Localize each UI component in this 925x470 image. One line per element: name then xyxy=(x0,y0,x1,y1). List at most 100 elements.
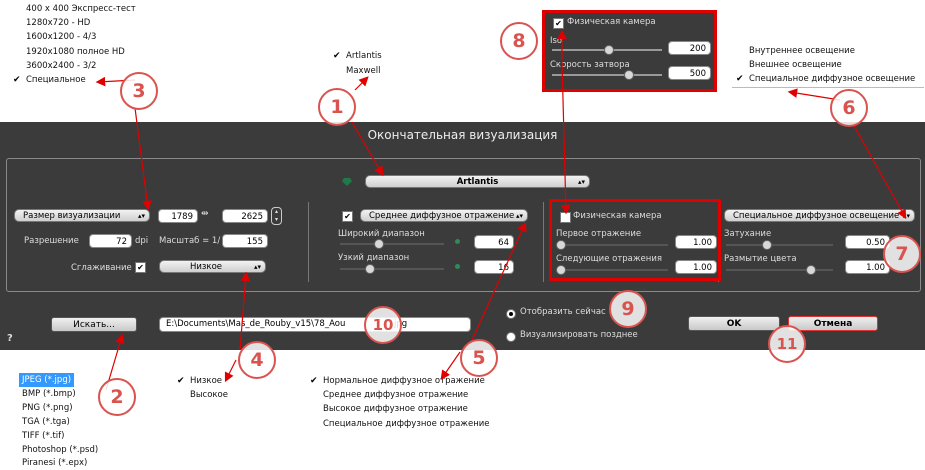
format-option-psd[interactable]: Photoshop (*.psd) xyxy=(22,445,99,455)
callout-9: 9 xyxy=(609,290,647,328)
iso-slider-knob[interactable] xyxy=(604,45,614,55)
format-option-tga[interactable]: TGA (*.tga) xyxy=(22,417,70,427)
arrow-8-to-checkbox xyxy=(561,61,571,215)
narrow-range-label: Узкий диапазон xyxy=(338,253,410,263)
size-stepper[interactable]: ▴▾ xyxy=(271,207,282,225)
resolution-option-hd[interactable]: 1280x720 - HD xyxy=(26,18,91,28)
antialias-option-high[interactable]: Высокое xyxy=(190,390,228,400)
check-icon: ✔ xyxy=(13,75,21,85)
wide-range-knob[interactable] xyxy=(374,239,384,249)
attenuation-input[interactable]: 0.50 xyxy=(845,235,890,249)
callout-7: 7 xyxy=(883,235,921,273)
menu-divider xyxy=(732,87,924,88)
first-reflection-slider[interactable] xyxy=(556,240,668,250)
iso-label: Iso xyxy=(550,36,563,46)
column-divider xyxy=(543,202,544,282)
render-now-radio[interactable] xyxy=(506,309,516,319)
format-option-jpeg[interactable]: JPEG (*.jpg) xyxy=(19,373,75,387)
attenuation-slider[interactable] xyxy=(726,240,833,250)
engine-option-artlantis[interactable]: Artlantis xyxy=(346,51,382,61)
callout-3: 3 xyxy=(120,72,158,110)
color-blur-label: Размытие цвета xyxy=(724,254,797,264)
resolution-input[interactable]: 72 xyxy=(89,234,132,248)
wide-range-input[interactable]: 64 xyxy=(474,235,514,249)
link-icon[interactable]: ⇹ xyxy=(201,209,209,219)
resolution-option-3-2[interactable]: 3600x2400 - 3/2 xyxy=(26,61,97,71)
format-menu: JPEG (*.jpg) BMP (*.bmp) PNG (*.png) TGA… xyxy=(17,373,112,469)
physical-camera-label: Физическая камера xyxy=(567,17,656,27)
next-reflections-input[interactable]: 1.00 xyxy=(675,260,717,274)
lighting-value: Специальное диффузное освещение xyxy=(733,211,900,221)
updown-arrow-icon: ▴▾ xyxy=(253,263,261,271)
format-option-tiff[interactable]: TIFF (*.tif) xyxy=(22,431,65,441)
diffuse-checkbox[interactable]: ✔ xyxy=(342,211,353,222)
render-now-label: Отобразить сейчас xyxy=(520,307,606,317)
cancel-button[interactable]: Отмена xyxy=(788,316,878,331)
file-path-value: E:\Documents\Mas_de_Rouby_v15\78_Aou xyxy=(166,319,346,329)
format-option-bmp[interactable]: BMP (*.bmp) xyxy=(22,389,76,399)
shutter-slider[interactable] xyxy=(552,70,662,80)
browse-button[interactable]: Искать... xyxy=(51,317,137,332)
antialias-option-low[interactable]: Низкое xyxy=(190,376,222,386)
shutter-input[interactable]: 500 xyxy=(668,66,711,80)
engine-option-maxwell[interactable]: Maxwell xyxy=(346,66,381,76)
help-icon[interactable]: ? xyxy=(7,333,13,344)
scale-input[interactable]: 155 xyxy=(222,234,268,248)
status-dot-icon xyxy=(455,264,460,269)
resolution-option-full-hd[interactable]: 1920x1080 полное HD xyxy=(26,47,125,57)
shutter-slider-knob[interactable] xyxy=(624,70,634,80)
diffuse-option-medium[interactable]: Среднее диффузное отражение xyxy=(323,390,469,400)
check-icon: ✔ xyxy=(177,376,185,386)
format-option-png[interactable]: PNG (*.png) xyxy=(22,403,73,413)
iso-input[interactable]: 200 xyxy=(668,41,711,55)
diffuse-option-custom[interactable]: Специальное диффузное отражение xyxy=(323,419,490,429)
lighting-option-custom-diffuse[interactable]: Специальное диффузное освещение xyxy=(749,74,916,84)
gem-icon xyxy=(342,178,352,186)
narrow-range-slider[interactable] xyxy=(340,264,444,274)
resolution-option-express[interactable]: 400 x 400 Экспресс-тест xyxy=(26,4,136,14)
wide-range-slider[interactable] xyxy=(340,239,444,249)
updown-arrow-icon: ▴▾ xyxy=(137,212,145,220)
width-input[interactable]: 1789 xyxy=(158,209,198,223)
antialias-label: Сглаживание xyxy=(71,263,132,273)
check-icon: ✔ xyxy=(736,74,744,84)
first-reflection-input[interactable]: 1.00 xyxy=(675,235,717,249)
antialias-checkbox[interactable]: ✔ xyxy=(135,262,146,273)
first-reflection-knob[interactable] xyxy=(556,240,566,250)
diffuse-select[interactable]: Среднее диффузное отражение▴▾ xyxy=(360,209,528,222)
wide-range-label: Широкий диапазон xyxy=(338,229,425,239)
lighting-select[interactable]: Специальное диффузное освещение▴▾ xyxy=(724,209,915,222)
callout-11: 11 xyxy=(768,325,806,363)
next-reflections-slider[interactable] xyxy=(556,265,668,275)
antialias-value: Низкое xyxy=(190,262,222,272)
format-option-epx[interactable]: Piranesi (*.epx) xyxy=(22,458,88,468)
resolution-option-custom[interactable]: Специальное xyxy=(26,75,86,85)
physical-camera-checkbox[interactable]: ✔ xyxy=(553,18,564,29)
narrow-range-knob[interactable] xyxy=(365,264,375,274)
ok-button[interactable]: OK xyxy=(688,316,780,331)
diffuse-option-high[interactable]: Высокое диффузное отражение xyxy=(323,404,468,414)
resolution-option-4-3[interactable]: 1600x1200 - 4/3 xyxy=(26,32,97,42)
iso-slider[interactable] xyxy=(552,45,662,55)
next-reflections-knob[interactable] xyxy=(556,265,566,275)
callout-6: 6 xyxy=(830,89,868,127)
height-input[interactable]: 2625 xyxy=(222,209,268,223)
lighting-option-exterior[interactable]: Внешнее освещение xyxy=(749,60,842,70)
engine-select-value: Artlantis xyxy=(456,177,499,187)
lighting-option-interior[interactable]: Внутреннее освещение xyxy=(749,46,855,56)
antialias-select[interactable]: Низкое ▴▾ xyxy=(159,260,266,273)
diffuse-option-normal[interactable]: Нормальное диффузное отражение xyxy=(323,376,485,386)
color-blur-knob[interactable] xyxy=(806,265,816,275)
updown-arrow-icon: ▴▾ xyxy=(577,178,585,186)
arrow-6-to-select xyxy=(851,121,907,220)
first-reflection-label: Первое отражение xyxy=(556,229,642,239)
dpi-label: dpi xyxy=(135,236,149,246)
render-size-select[interactable]: Размер визуализации▴▾ xyxy=(14,209,150,222)
arrow-4-to-menu xyxy=(224,359,237,383)
updown-arrow-icon: ▴▾ xyxy=(902,212,910,220)
color-blur-slider[interactable] xyxy=(726,265,833,275)
attenuation-knob[interactable] xyxy=(762,240,772,250)
render-later-radio[interactable] xyxy=(506,332,516,342)
engine-select[interactable]: Artlantis ▴▾ xyxy=(365,175,590,188)
